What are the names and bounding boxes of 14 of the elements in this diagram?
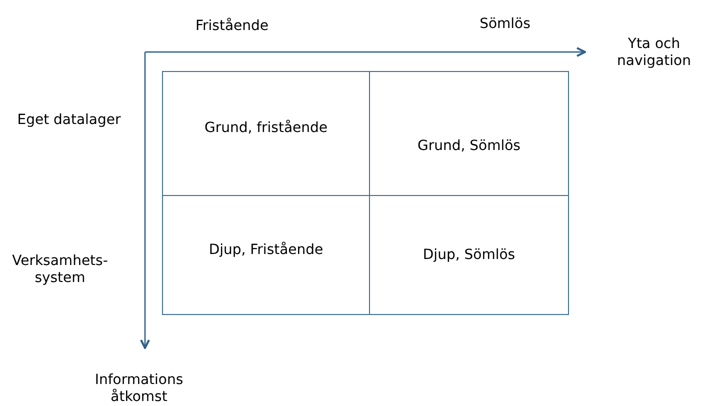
quadrant-label: Grund, Sömlös <box>418 138 520 154</box>
row-header: Verksamhets- system <box>11 253 109 287</box>
axis-label: Yta och navigation <box>616 36 692 70</box>
quadrant-box <box>369 71 569 196</box>
column-header: Fristående <box>194 18 270 35</box>
quadrant-box <box>369 195 569 315</box>
quadrant-box <box>162 71 370 196</box>
column-header: Sömlös <box>478 16 532 33</box>
quadrant-box <box>162 195 370 315</box>
quadrant-label: Djup, Fristående <box>208 242 324 258</box>
quadrant-label: Djup, Sömlös <box>422 247 516 263</box>
axis-label: Informations åtkomst <box>94 372 184 406</box>
quadrant-label: Grund, fristående <box>204 120 328 136</box>
row-header: Eget datalager <box>16 112 122 129</box>
